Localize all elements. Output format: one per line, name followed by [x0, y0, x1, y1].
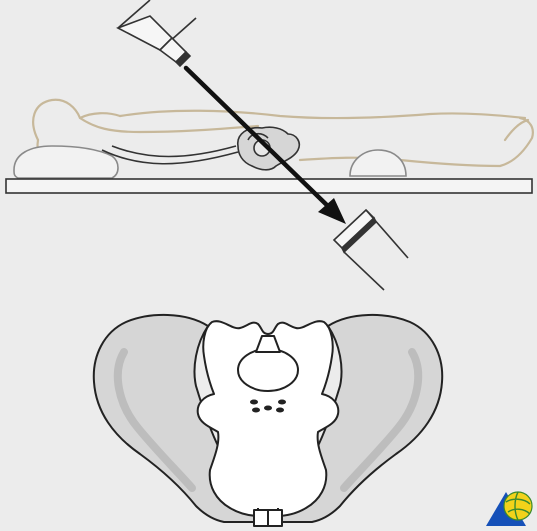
- exam-table: [6, 179, 532, 193]
- patient-foot: [505, 120, 528, 140]
- publisher-logo-icon: [486, 492, 532, 526]
- patient-legs: [300, 118, 533, 166]
- tube-line-2: [112, 146, 236, 157]
- patient-arm: [80, 118, 258, 132]
- detector-plate-icon: [334, 210, 408, 290]
- xray-tube-icon: [118, 0, 196, 66]
- patient-torso: [120, 111, 525, 118]
- knee-pad: [350, 150, 406, 176]
- beam-arrow-icon: [186, 68, 346, 224]
- vertebral-body: [238, 349, 298, 391]
- patient-head: [33, 100, 120, 140]
- pelvis-inlet-outline: [94, 315, 442, 526]
